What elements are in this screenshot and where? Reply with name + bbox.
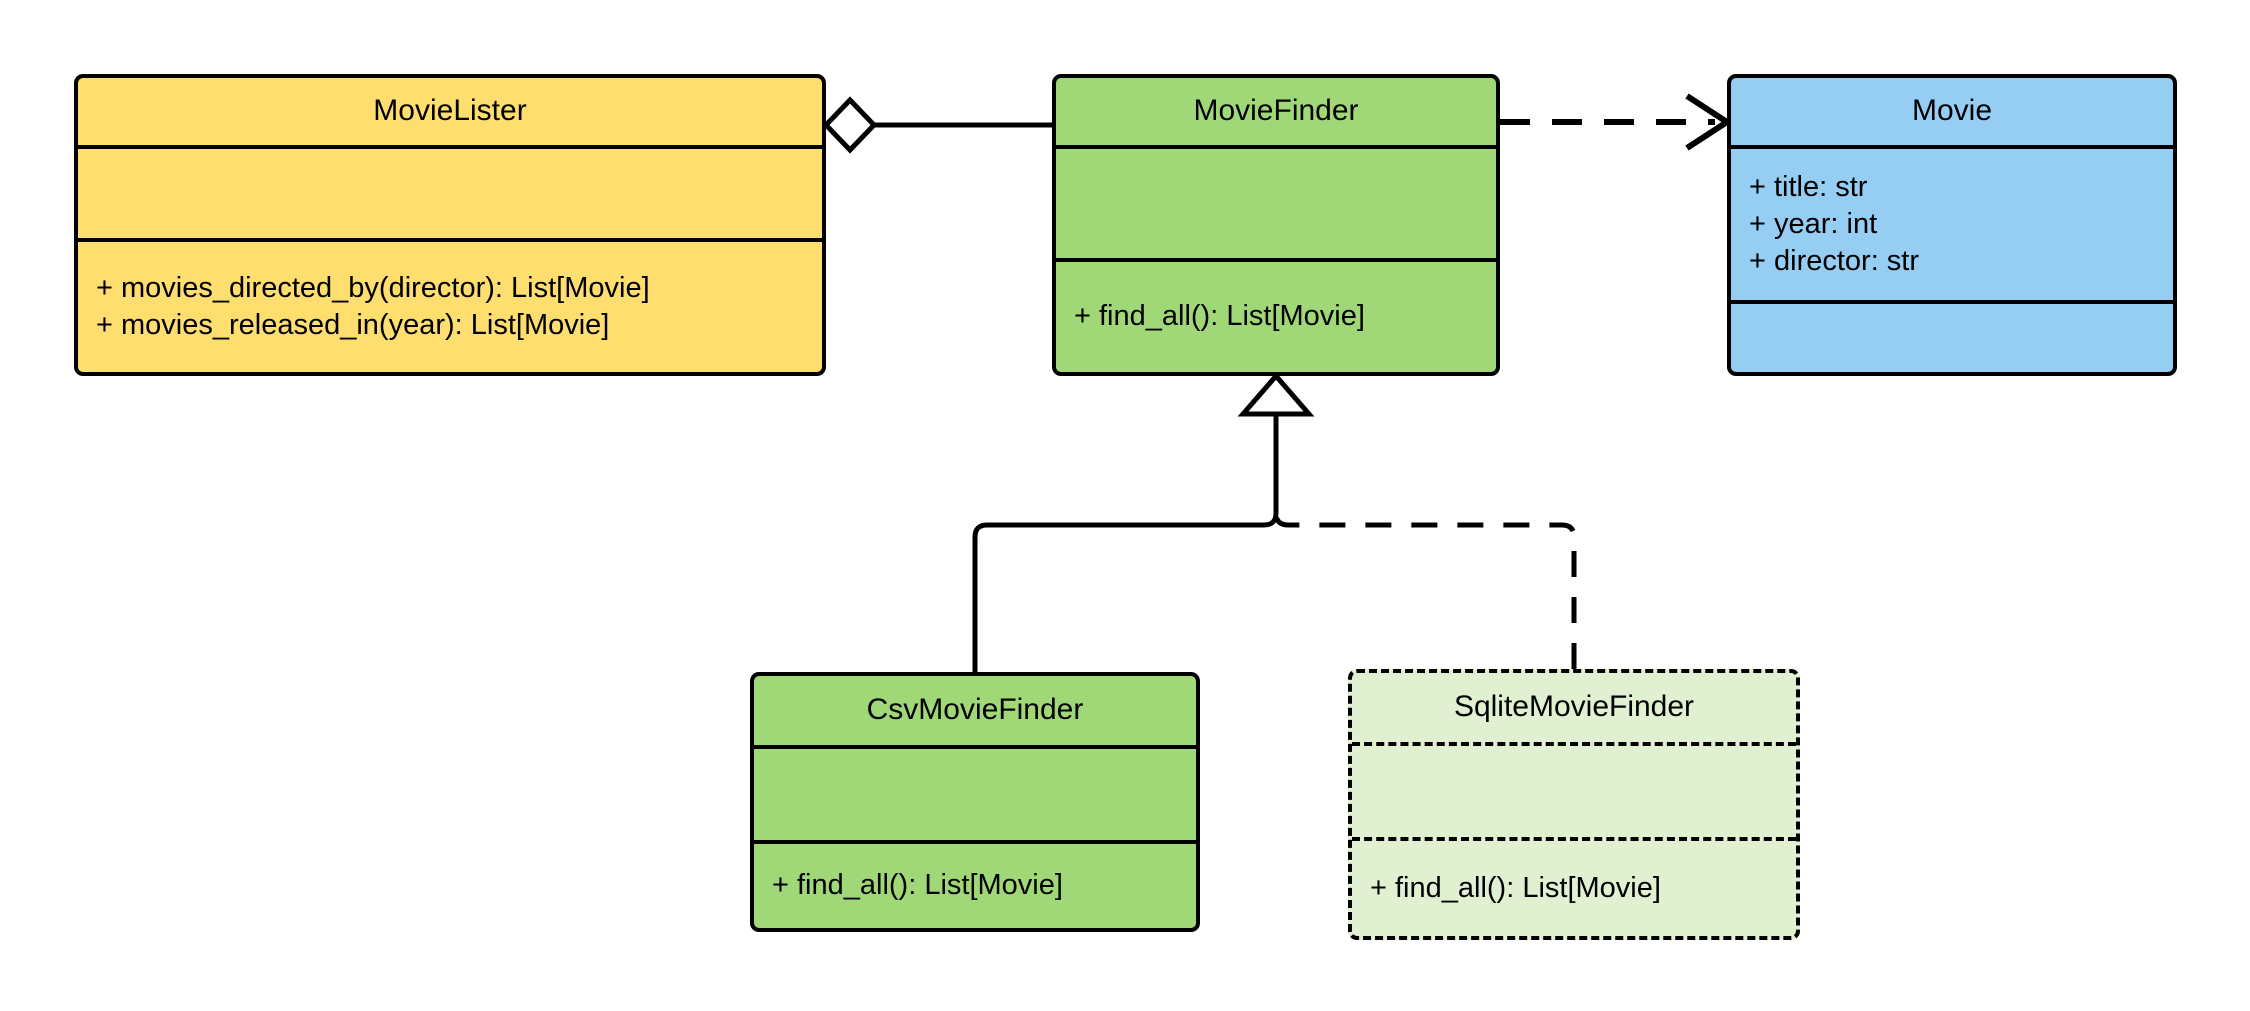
inheritance-sqlite-finder-edge [1273,414,1577,669]
class-method-row: + movies_directed_by(director): List[Mov… [96,271,650,304]
class-name-label: MovieFinder [1193,94,1359,128]
inheritance-csv-finder-edge [972,372,1315,672]
class-methods-compartment: + find_all(): List[Movie] [1056,258,1496,372]
class-name-label: Movie [1911,94,1993,128]
class-attributes-compartment [78,145,822,238]
class-attributes-compartment [1056,145,1496,258]
class-method-row: + find_all(): List[Movie] [1370,871,1661,904]
class-method-row: + find_all(): List[Movie] [1074,300,1365,333]
class-method-row: + movies_released_in(year): List[Movie] [96,309,610,341]
class-attributes-compartment [754,745,1196,840]
class-name-compartment: MovieLister [78,78,822,145]
aggregation-lister-finder-edge [822,96,1052,154]
class-box-sqlite-movie-finder[interactable]: SqliteMovieFinder + find_all(): List[Mov… [1348,669,1800,940]
class-name-compartment: CsvMovieFinder [754,676,1196,745]
class-methods-compartment: + movies_directed_by(director): List[Mov… [78,238,822,372]
class-box-movie-lister[interactable]: MovieLister + movies_directed_by(directo… [74,74,826,376]
class-methods-compartment: + find_all(): List[Movie] [754,840,1196,928]
class-box-movie-finder[interactable]: MovieFinder + find_all(): List[Movie] [1052,74,1500,376]
hollow-diamond-icon [822,96,878,154]
inheritance-solid-line [972,414,1279,672]
class-attribute-row: + director: str [1749,245,1920,278]
class-attribute-row: + title: str [1749,170,1868,203]
class-name-compartment: SqliteMovieFinder [1352,673,1796,742]
class-methods-compartment [1731,300,2173,372]
class-name-label: SqliteMovieFinder [1453,690,1695,724]
class-box-csv-movie-finder[interactable]: CsvMovieFinder + find_all(): List[Movie] [750,672,1200,932]
class-name-label: MovieLister [373,94,527,128]
class-attributes-compartment: + title: str + year: int + director: str [1731,145,2173,300]
class-attribute-row: + year: int [1749,207,1878,240]
dependency-finder-movie-edge [1500,93,1733,151]
open-arrow-icon [1685,93,1733,151]
hollow-triangle-icon [1237,372,1315,417]
class-name-compartment: Movie [1731,78,2173,145]
class-box-movie[interactable]: Movie + title: str + year: int + directo… [1727,74,2177,376]
class-attributes-compartment [1352,742,1796,837]
class-methods-compartment: + find_all(): List[Movie] [1352,837,1796,936]
class-name-compartment: MovieFinder [1056,78,1496,145]
class-method-row: + find_all(): List[Movie] [772,869,1063,902]
inheritance-dashed-line [1273,414,1577,669]
class-name-label: CsvMovieFinder [866,693,1084,727]
